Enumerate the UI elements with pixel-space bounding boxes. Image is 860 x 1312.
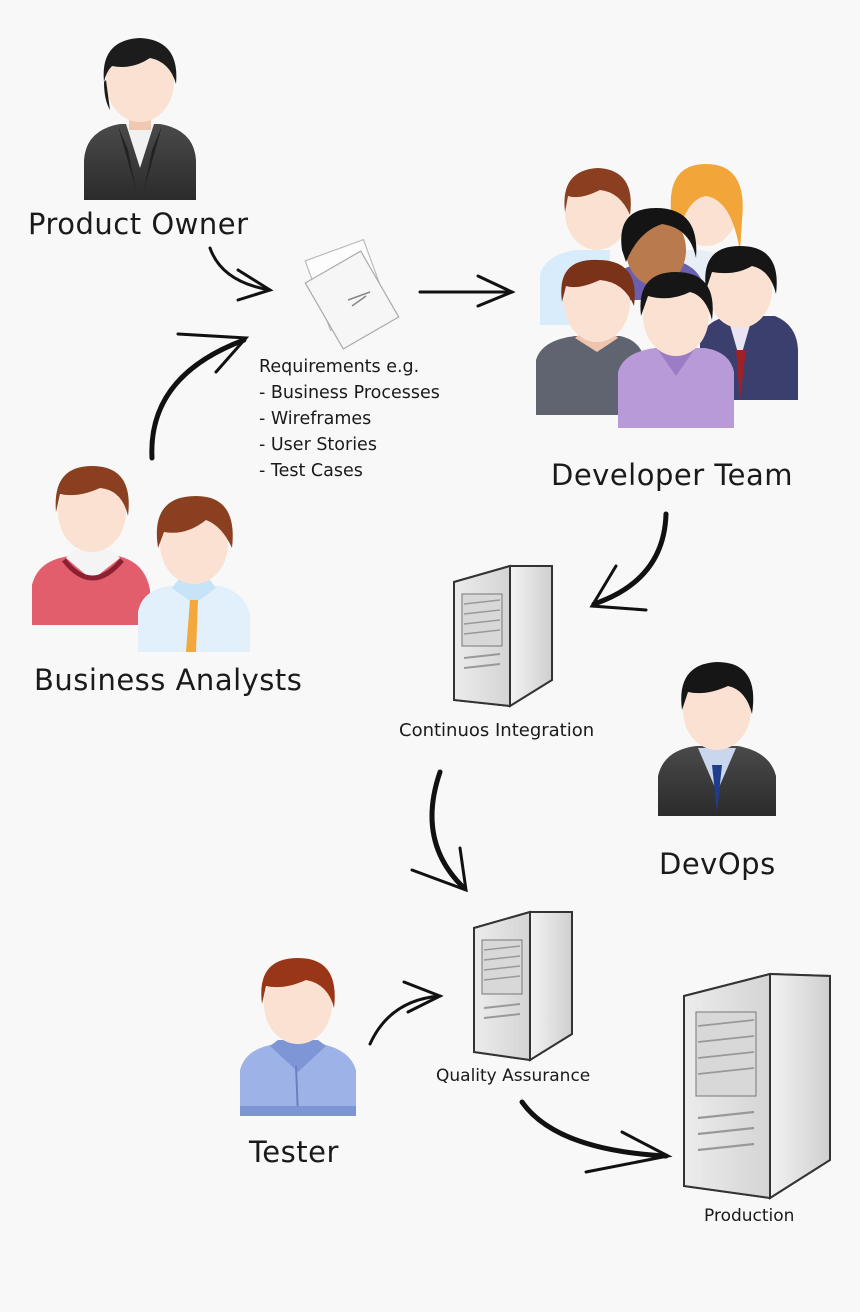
developer-team-avatars bbox=[536, 164, 798, 428]
requirements-item: - Wireframes bbox=[259, 409, 372, 429]
business-analysts-label: Business Analysts bbox=[34, 663, 303, 697]
developer-team-label: Developer Team bbox=[551, 458, 794, 492]
requirements-documents-icon bbox=[304, 238, 400, 350]
arrow-qa-to-production bbox=[519, 1099, 669, 1159]
production-server-label: Production bbox=[704, 1206, 795, 1226]
business-analysts-avatars bbox=[32, 466, 250, 652]
qa-server-label: Quality Assurance bbox=[436, 1066, 591, 1086]
arrow-ci-to-qa bbox=[429, 769, 467, 891]
ci-server-label: Continuos Integration bbox=[399, 720, 595, 741]
requirements-item: - Business Processes bbox=[259, 383, 440, 403]
arrow-analysts-to-requirements bbox=[149, 337, 247, 461]
requirements-item: - User Stories bbox=[259, 435, 377, 455]
ci-server-icon bbox=[453, 564, 553, 708]
requirements-heading: Requirements e.g. bbox=[259, 357, 420, 377]
tester-label: Tester bbox=[249, 1135, 339, 1169]
arrow-owner-to-requirements bbox=[208, 246, 272, 292]
product-owner-avatar bbox=[84, 38, 196, 200]
arrow-developers-to-ci bbox=[591, 511, 669, 607]
flow-arrows bbox=[149, 246, 673, 1174]
qa-server-icon bbox=[473, 910, 573, 1062]
requirements-item: - Test Cases bbox=[259, 461, 363, 481]
product-owner-label: Product Owner bbox=[28, 207, 249, 241]
devops-label: DevOps bbox=[659, 847, 776, 881]
tester-avatar bbox=[240, 958, 356, 1117]
devops-avatar bbox=[658, 662, 776, 816]
arrow-tester-to-qa bbox=[368, 994, 442, 1046]
requirements-list: Requirements e.g. - Business Processes -… bbox=[259, 354, 440, 484]
production-server-icon bbox=[683, 972, 831, 1200]
